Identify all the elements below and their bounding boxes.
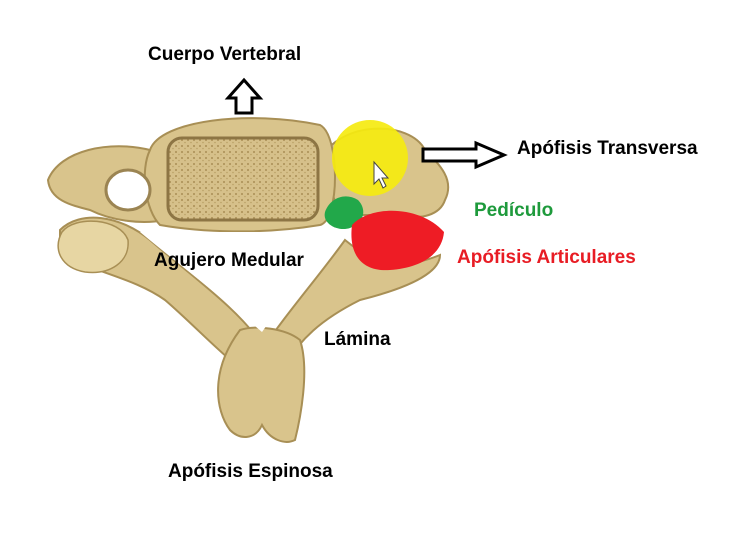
- transverse-foramen-left: [104, 168, 152, 212]
- arrow-up-icon: [224, 77, 264, 115]
- left-articular-facet: [57, 220, 129, 274]
- label-agujero-medular: Agujero Medular: [154, 250, 304, 271]
- label-apofisis-transversa: Apófisis Transversa: [517, 138, 698, 159]
- arrow-right-icon: [421, 140, 508, 170]
- label-lamina: Lámina: [324, 329, 391, 350]
- cursor-icon: [373, 160, 390, 189]
- vertebral-body-face: [166, 136, 320, 222]
- label-cuerpo-vertebral: Cuerpo Vertebral: [148, 44, 302, 65]
- vertebral-foramen: [140, 232, 330, 332]
- label-apofisis-articulares: Apófisis Articulares: [457, 247, 636, 268]
- spinous-process: [217, 326, 306, 443]
- label-pediculo: Pedículo: [474, 200, 554, 221]
- transversa-highlight: [332, 120, 408, 196]
- pediculo-highlight: [324, 196, 364, 230]
- articulares-highlight: [351, 210, 444, 271]
- label-apofisis-espinosa: Apófisis Espinosa: [168, 461, 333, 482]
